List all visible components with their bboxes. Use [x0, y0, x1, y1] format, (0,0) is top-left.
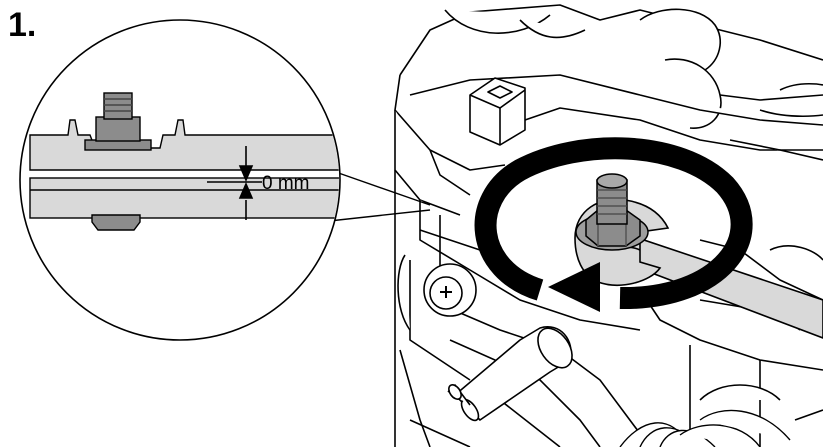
- spring: [619, 409, 791, 447]
- nut-and-bolt: [575, 173, 649, 251]
- bottom-nut: [91, 214, 141, 231]
- step-number: 1.: [8, 6, 37, 44]
- upper-plate: [29, 119, 339, 171]
- gap-label: 0 mm: [262, 173, 310, 194]
- lower-plate: [29, 177, 339, 219]
- threaded-stud: [103, 92, 133, 120]
- gap-dimension-arrows-icon: [207, 146, 262, 220]
- rotation-arrow-icon: [474, 137, 753, 312]
- detail-callout: 0 mm: [19, 19, 431, 341]
- nut: [95, 116, 141, 142]
